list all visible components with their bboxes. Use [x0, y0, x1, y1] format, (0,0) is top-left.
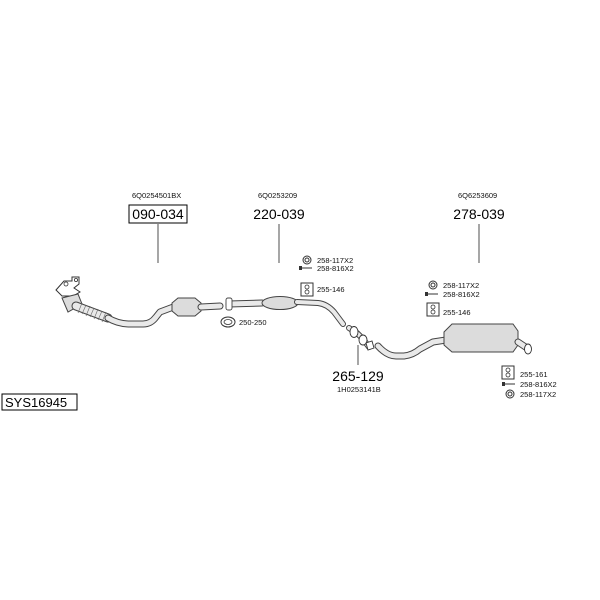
tail-pipe-end [524, 343, 532, 355]
assembly-label-rear-silencer: 6Q6253609 278-039 [453, 191, 505, 263]
rear-silencer-assembly[interactable] [374, 323, 532, 360]
oe-number: 6Q6253609 [458, 191, 497, 200]
front-silencer-body [261, 296, 299, 310]
bolt-icon [299, 266, 312, 270]
fitting-bolt[interactable]: 258-816X2 [502, 380, 557, 389]
diagram-id-label: SYS16945 [1, 393, 78, 411]
fitting-bolt[interactable]: 258-816X2 [299, 264, 354, 273]
fitting-rubber-hanger[interactable]: 255-146 [300, 282, 345, 297]
fitting-code: 258-816X2 [520, 380, 557, 389]
fitting-ring-clamp[interactable]: 258-117X2 [302, 255, 353, 265]
assembly-label-front-silencer: 6Q0253209 220-039 [253, 191, 305, 263]
bolt-icon [425, 292, 438, 296]
part-number[interactable]: 265-129 [332, 368, 384, 384]
part-number[interactable]: 220-039 [253, 206, 305, 222]
assembly-label-middle-pipe: 265-129 1H0253141B [332, 345, 384, 394]
fitting-gasket-ring[interactable]: 250-250 [220, 316, 267, 328]
part-number[interactable]: 278-039 [453, 206, 505, 222]
diagram-id: SYS16945 [5, 395, 67, 410]
fitting-code: 255-161 [520, 370, 548, 379]
fitting-code: 255-146 [443, 308, 471, 317]
assembly-label-catalytic-converter: 6Q0254501BX 090-034 [128, 191, 188, 263]
fitting-code: 250-250 [239, 318, 267, 327]
part-number[interactable]: 090-034 [132, 206, 184, 222]
rubber-hanger-icon [300, 282, 314, 297]
oe-number: 1H0253141B [337, 385, 381, 394]
fitting-rubber-hanger[interactable]: 255-146 [426, 302, 471, 317]
rubber-hanger-icon [501, 365, 515, 380]
fitting-code: 258-816X2 [443, 290, 480, 299]
part-number-box [128, 204, 188, 224]
fitting-ring-clamp[interactable]: 258-117X2 [505, 389, 556, 399]
oe-number: 6Q0253209 [258, 191, 297, 200]
rear-silencer-body [443, 323, 519, 353]
flex-pipe-braid [77, 302, 107, 323]
connector-pipe-assembly[interactable] [346, 325, 375, 351]
fitting-bolt[interactable]: 258-816X2 [425, 290, 480, 299]
fitting-code: 258-117X2 [520, 390, 556, 399]
ring-clamp-icon [302, 255, 312, 265]
rubber-hanger-icon [426, 302, 440, 317]
pipe-joint [225, 297, 233, 311]
manifold-flange-icon [55, 276, 81, 297]
fitting-rubber-hanger[interactable]: 255-161 [501, 365, 548, 380]
fitting-code: 255-146 [317, 285, 345, 294]
ring-clamp-icon [428, 280, 438, 290]
gasket-ring-icon [220, 316, 236, 328]
fitting-code: 258-117X2 [443, 281, 479, 290]
oe-number: 6Q0254501BX [132, 191, 181, 200]
converter-canister [171, 297, 202, 317]
bolt-icon [502, 382, 515, 386]
fitting-code: 258-816X2 [317, 264, 354, 273]
fitting-ring-clamp[interactable]: 258-117X2 [428, 280, 479, 290]
ring-clamp-icon [505, 389, 515, 399]
fitting-code: 258-117X2 [317, 256, 353, 265]
diagram-id-box [1, 393, 78, 411]
connector-clamp-icon [349, 326, 359, 338]
front-silencer-assembly[interactable] [225, 296, 346, 327]
catalytic-converter-assembly[interactable] [55, 276, 224, 328]
